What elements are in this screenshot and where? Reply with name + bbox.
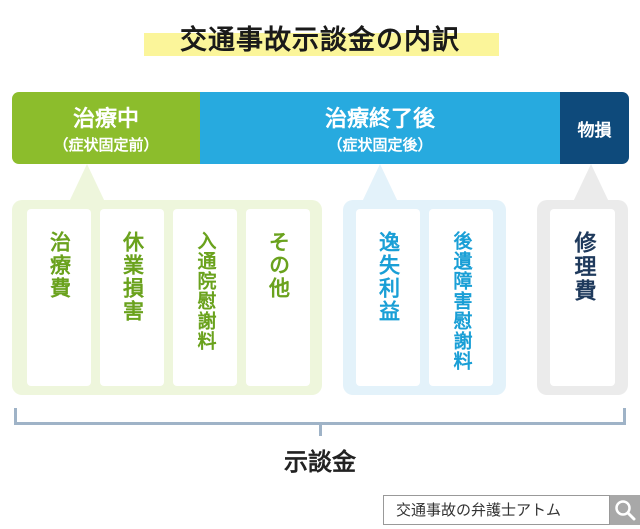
item-label: 治療費 <box>47 231 72 300</box>
item-card: 治療費 <box>27 209 91 386</box>
property-pointer <box>573 164 609 202</box>
search-box[interactable]: 交通事故の弁護士アトム <box>383 495 610 525</box>
after-pointer <box>362 164 398 202</box>
item-label: 休業損害 <box>120 231 145 323</box>
search-icon <box>615 500 636 521</box>
search-text: 交通事故の弁護士アトム <box>396 501 562 519</box>
phase-treating-label: 治療中 <box>72 107 139 132</box>
total-label: 示談金 <box>284 448 356 476</box>
item-card: 逸失利益 <box>356 209 420 386</box>
phase-treating-bar: 治療中 （症状固定前） <box>12 92 200 164</box>
item-card: 後遺障害慰謝料 <box>429 209 493 386</box>
title-highlight <box>144 33 499 56</box>
phase-after-label: 治療終了後 <box>324 107 435 132</box>
item-label: その他 <box>266 231 291 300</box>
phase-property-label: 物損 <box>577 121 612 141</box>
item-card: 修理費 <box>550 209 615 386</box>
phase-after-sublabel: （症状固定後） <box>327 136 433 154</box>
brace-left-end <box>14 408 17 425</box>
item-card: 入通院慰謝料 <box>173 209 237 386</box>
item-card: 休業損害 <box>100 209 164 386</box>
item-label: 修理費 <box>570 231 596 303</box>
item-card: その他 <box>246 209 310 386</box>
phase-after-bar: 治療終了後 （症状固定後） <box>200 92 560 164</box>
treating-pointer <box>69 164 105 202</box>
item-label: 後遺障害慰謝料 <box>450 231 473 371</box>
brace-center-tick <box>319 422 322 436</box>
title-area: 交通事故示談金の内訳 <box>0 0 640 70</box>
page-title: 交通事故示談金の内訳 <box>180 25 460 56</box>
phase-treating-sublabel: （症状固定前） <box>53 136 159 154</box>
item-label: 入通院慰謝料 <box>194 231 217 351</box>
item-label: 逸失利益 <box>376 231 401 323</box>
brace-right-end <box>623 408 626 425</box>
phase-property-bar: 物損 <box>560 92 629 164</box>
search-button[interactable] <box>610 495 640 525</box>
